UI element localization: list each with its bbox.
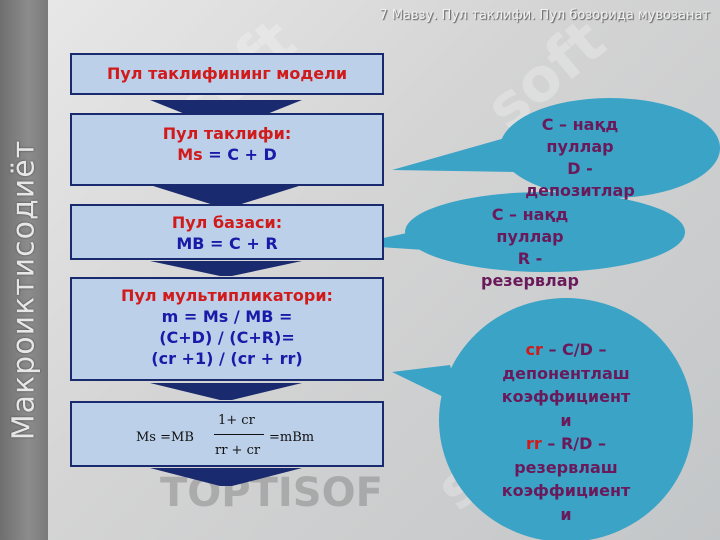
money-supply-title: Пул таклифи: bbox=[162, 124, 292, 143]
bubble-3-line: коэффициент bbox=[501, 387, 631, 406]
bubble-1-line: пуллар bbox=[546, 137, 614, 156]
bubble-3-line: депонентлаш bbox=[502, 363, 630, 383]
bubble-1-text: C – нақд пуллар D - депозитлар bbox=[500, 114, 660, 202]
monetary-base-box: Пул базаси: MB = C + R bbox=[70, 204, 384, 260]
bubble-1-line: депозитлар bbox=[525, 181, 635, 200]
multiplier-line-3: (cr +1) / (cr + rr) bbox=[151, 349, 303, 368]
arrow-5 bbox=[150, 468, 302, 486]
multiplier-line-2: (C+D) / (C+R)= bbox=[159, 328, 295, 347]
bubble-2-line: пуллар bbox=[496, 227, 564, 246]
bubble-1-line: C – нақд bbox=[541, 115, 619, 134]
bubble-3-text: cr – C/D – депонентлаш коэффициент и rr … bbox=[476, 338, 656, 526]
money-supply-equation: = C + D bbox=[202, 145, 277, 164]
bubble-2-text: C – нақд пуллар R - резервлар bbox=[470, 204, 590, 292]
fraction-bar bbox=[214, 434, 264, 435]
bubble-3-line: – R/D – bbox=[541, 434, 606, 453]
bubble-3-line: резервлаш bbox=[514, 457, 618, 477]
model-title-box: Пул таклифининг модели bbox=[70, 53, 384, 95]
bubble-3-line: коэффициент bbox=[501, 481, 631, 500]
bubble-2-line: резервлар bbox=[481, 271, 579, 290]
monetary-base-equation: MB = C + R bbox=[176, 234, 278, 253]
model-title: Пул таклифининг модели bbox=[106, 64, 348, 83]
formula-rhs: =mBm bbox=[269, 430, 315, 445]
money-supply-ms: Ms bbox=[177, 145, 203, 164]
bubble-1 bbox=[500, 98, 720, 198]
bubble-3-line: – C/D – bbox=[542, 340, 607, 359]
bubble-3-line: и bbox=[560, 504, 572, 524]
bubble-3 bbox=[439, 298, 693, 540]
sidebar: Макроиктисодиёт bbox=[0, 0, 48, 540]
monetary-base-title: Пул базаси: bbox=[171, 213, 283, 232]
arrow-1 bbox=[150, 100, 302, 116]
multiplier-box: Пул мультипликатори: m = Ms / MB = (C+D)… bbox=[70, 277, 384, 381]
arrow-3 bbox=[150, 261, 302, 276]
bubble-2-line: R - bbox=[517, 249, 543, 268]
formula-box: Ms =MB 1+ cr rr + cr =mBm bbox=[70, 401, 384, 467]
bubble-2 bbox=[405, 192, 685, 272]
multiplier-line-1: m = Ms / MB = bbox=[161, 307, 293, 326]
cr-term: cr bbox=[525, 340, 543, 359]
arrow-4 bbox=[150, 383, 302, 400]
bubble-1-tail bbox=[392, 138, 515, 172]
formula-numerator: 1+ cr bbox=[218, 413, 255, 428]
formula-lhs: Ms =MB bbox=[136, 430, 194, 445]
bubble-1-line: D - bbox=[567, 159, 593, 178]
slide-title: 7 Мавзу. Пул таклифи. Пул бозорида мувоз… bbox=[379, 8, 710, 23]
bubble-3-line: и bbox=[560, 410, 572, 430]
formula-denominator: rr + cr bbox=[215, 443, 261, 458]
arrow-2 bbox=[150, 185, 302, 207]
money-supply-box: Пул таклифи: Ms = C + D bbox=[70, 113, 384, 186]
bubble-2-line: C – нақд bbox=[491, 205, 569, 224]
rr-term: rr bbox=[526, 434, 542, 453]
multiplier-title: Пул мультипликатори: bbox=[121, 286, 333, 305]
